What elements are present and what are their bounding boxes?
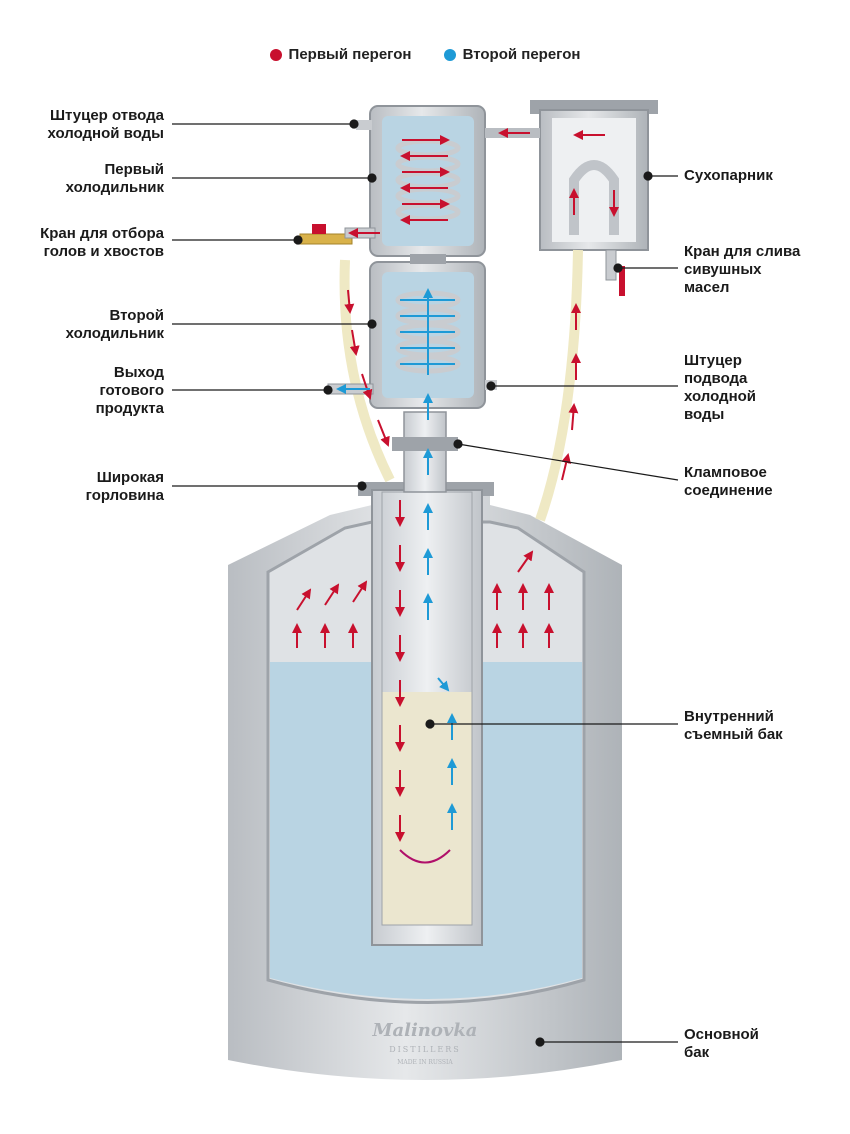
label-main-tank: Основной бак bbox=[684, 1026, 759, 1061]
brand-logo: Malinovka DISTILLERS MADE IN RUSSIA bbox=[372, 1020, 478, 1066]
fusel-tap-handle bbox=[619, 266, 625, 296]
legend-first-run-label: Первый перегон bbox=[288, 46, 412, 63]
svg-text:DISTILLERS: DISTILLERS bbox=[389, 1045, 461, 1054]
legend-second-run-label: Второй перегон bbox=[462, 46, 581, 63]
label-first-condenser: Первый холодильник bbox=[65, 161, 164, 196]
leader-lines bbox=[172, 119, 679, 1047]
dry-steamer bbox=[485, 100, 658, 296]
label-second-condenser: Второй холодильник bbox=[65, 307, 164, 342]
label-cold-water-inlet: Штуцер подвода холодной воды bbox=[684, 352, 757, 423]
left-hose bbox=[339, 259, 395, 483]
legend-first-run: Первый перегон bbox=[269, 46, 412, 63]
label-inner-tank: Внутренний съемный бак bbox=[684, 708, 783, 743]
legend-second-run: Второй перегон bbox=[443, 46, 581, 63]
label-cold-water-outlet: Штуцер отвода холодной воды bbox=[47, 107, 164, 142]
label-wide-neck: Широкая горловина bbox=[85, 469, 164, 504]
second-run-arrows bbox=[336, 288, 457, 830]
svg-text:Malinovka: Malinovka bbox=[372, 1020, 478, 1041]
legend: Первый перегон Второй перегон bbox=[0, 46, 850, 65]
clamp-joint bbox=[392, 411, 458, 493]
svg-text:MADE IN RUSSIA: MADE IN RUSSIA bbox=[397, 1059, 453, 1066]
red-dot-icon bbox=[269, 48, 282, 61]
label-product-outlet: Выход готового продукта bbox=[95, 364, 164, 417]
label-clamp-joint: Кламповое соединение bbox=[684, 464, 773, 499]
first-condenser bbox=[369, 105, 486, 264]
label-fusel-drain-tap: Кран для слива сивушных масел bbox=[684, 243, 801, 296]
label-dry-steamer: Сухопарник bbox=[684, 167, 773, 184]
inner-tank-mash bbox=[382, 692, 472, 925]
right-hose bbox=[535, 249, 583, 522]
cold-water-outlet-stub bbox=[356, 120, 372, 130]
label-heads-tails-tap: Кран для отбора голов и хвостов bbox=[40, 225, 164, 260]
blue-dot-icon bbox=[443, 48, 456, 61]
first-run-arrows bbox=[292, 128, 619, 864]
